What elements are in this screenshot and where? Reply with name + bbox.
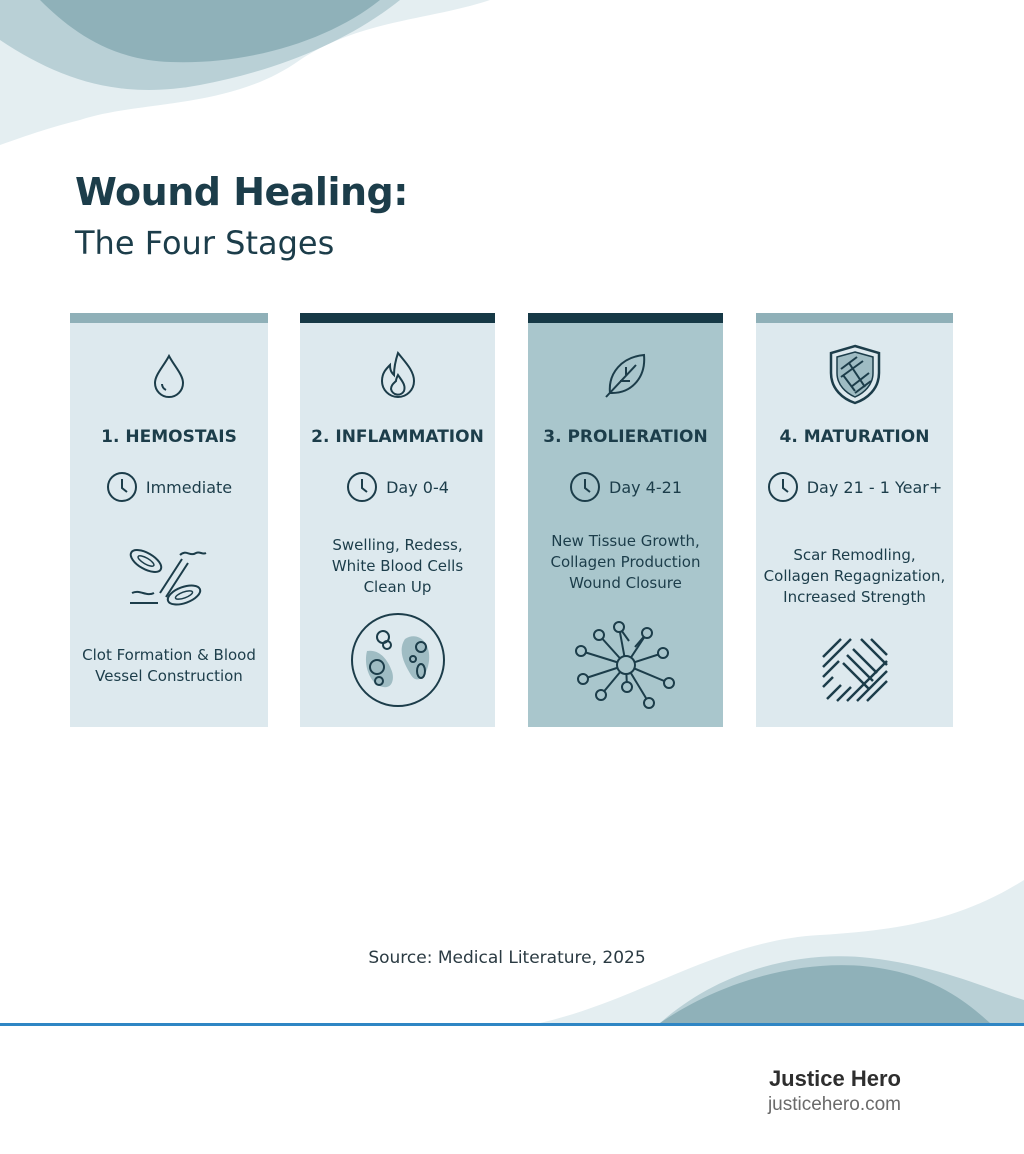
bottom-wave-decoration (540, 880, 1024, 1023)
stage-card-hemostasis: 1. HEMOSTAIS Immediate Clot Formation & … (70, 313, 268, 727)
clock-icon (570, 472, 600, 502)
shield-icon (829, 344, 880, 405)
stage-card-maturation: 4. MATURATION Day 21 - 1 Year+ Scar Remo… (756, 313, 953, 727)
top-wave-decoration (0, 0, 490, 145)
weave-icon (821, 638, 888, 702)
card-accent-bar (756, 313, 953, 323)
stage-description: New Tissue Growth, Collagen Production W… (550, 532, 701, 592)
clock-icon (347, 472, 378, 502)
page-subtitle: The Four Stages (75, 224, 335, 262)
stage-time-label: Day 21 - 1 Year+ (806, 477, 943, 497)
brand-block: Justice Hero justicehero.com (768, 1066, 901, 1116)
leaf-icon (604, 353, 645, 398)
title-block: Wound Healing: The Four Stages (75, 170, 408, 262)
stage-description: Swelling, Redess, White Blood Cells Clea… (331, 536, 464, 596)
stage-card-proliferation: 3. PROLIERATION Day 4-21 New Tissue Grow… (528, 313, 723, 727)
card-accent-bar (70, 313, 268, 323)
source-caption: Source: Medical Literature, 2025 (368, 948, 646, 968)
clock-icon (767, 472, 798, 502)
stage-title: 2. INFLAMMATION (311, 427, 484, 447)
card-accent-bar (528, 313, 723, 323)
cell-circle-icon (350, 613, 445, 707)
stage-card-inflammation: 2. INFLAMMATION Day 0-4 Swelling, Redess… (300, 313, 495, 727)
stage-description: Clot Formation & Blood Vessel Constructi… (82, 646, 256, 685)
footer-divider (0, 1023, 1024, 1026)
blood-cells-icon (129, 549, 207, 606)
brand-url[interactable]: justicehero.com (767, 1094, 901, 1115)
stage-time: Day 21 - 1 Year+ (756, 471, 953, 503)
brand-name: Justice Hero (768, 1066, 901, 1091)
clock-icon (106, 472, 137, 502)
flame-icon (380, 350, 415, 398)
stage-title: 1. HEMOSTAIS (101, 427, 237, 447)
page-title: Wound Healing: (75, 170, 408, 214)
stage-time: Immediate (70, 471, 268, 503)
stage-description: Scar Remodling, Collagen Regagnization, … (763, 546, 946, 606)
card-accent-bar (300, 313, 495, 323)
stage-time-label: Immediate (145, 477, 233, 497)
stage-time-label: Day 4-21 (609, 477, 682, 497)
stage-title: 3. PROLIERATION (543, 427, 708, 447)
network-icon (574, 621, 675, 709)
stage-title: 4. MATURATION (779, 427, 930, 447)
stage-time: Day 4-21 (528, 471, 723, 503)
stage-time: Day 0-4 (300, 471, 495, 503)
drop-icon (153, 353, 185, 398)
stage-time-label: Day 0-4 (386, 477, 449, 497)
